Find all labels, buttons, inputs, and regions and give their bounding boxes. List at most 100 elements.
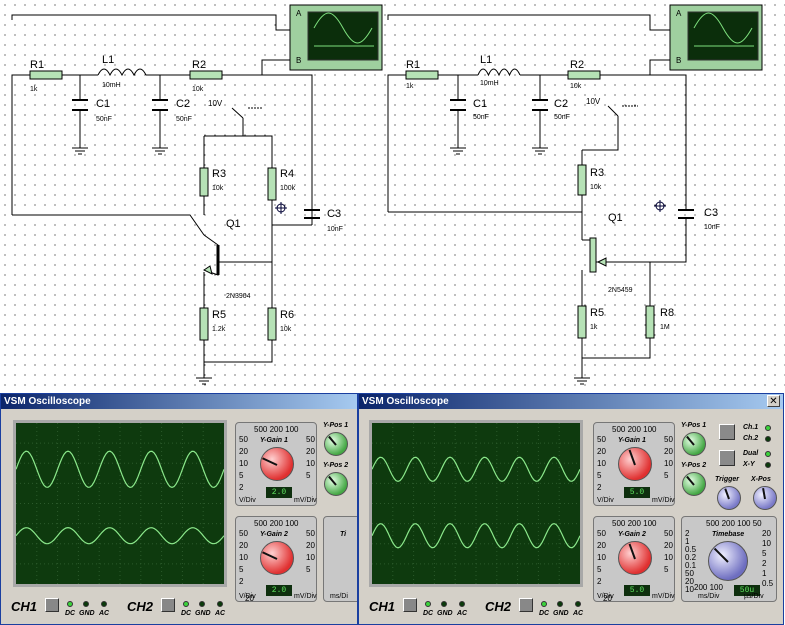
c1-r6-body[interactable] [267, 307, 277, 341]
c2-r3-value: 10k [590, 184, 602, 191]
c2-r2-body[interactable] [567, 70, 601, 80]
s2-ygain2-scale-r1: 20 [664, 541, 673, 550]
ygain1-scale-r0: 50 [306, 435, 315, 444]
s2-ch1-gnd-led[interactable] [441, 601, 447, 607]
xpos-knob[interactable] [753, 486, 777, 510]
c2-q1-body[interactable] [589, 237, 607, 273]
ypos2-knob[interactable] [324, 472, 348, 496]
s2-ygain1-scale-l2: 10 [597, 459, 606, 468]
s2-ygain1-knob[interactable] [618, 447, 652, 481]
s2-ygain2-knob[interactable] [618, 541, 652, 575]
c2-c1-value: 50nF [473, 114, 489, 121]
ygain2-knob[interactable] [260, 541, 294, 575]
circuit2-grounds [450, 147, 590, 385]
c2-supply[interactable] [607, 105, 638, 117]
s2-ypos2-knob[interactable] [682, 472, 706, 496]
s2-ch1-mode-dc: DC [423, 610, 434, 617]
s2-ygain2-scale-bottom: 20 [603, 594, 612, 603]
c2-q1-ref: Q1 [608, 212, 623, 224]
oscilloscope-2-title[interactable]: VSM Oscilloscope [359, 394, 783, 409]
s2-ypos1-knob[interactable] [682, 432, 706, 456]
ch2-select-led[interactable] [765, 436, 771, 442]
ygain1-scale-l0: 50 [239, 435, 248, 444]
ygain1-unit-right: mV/Div [294, 497, 317, 504]
oscilloscope-1-title[interactable]: VSM Oscilloscope [1, 394, 357, 409]
ygain1-readout: 2.0 [266, 487, 292, 498]
c1-c1-body[interactable] [72, 99, 88, 111]
s2-ch2-mode-ac: AC [573, 610, 584, 617]
ypos1-knob[interactable] [324, 432, 348, 456]
timebase-r0: 20 [762, 529, 771, 538]
c1-supply[interactable] [231, 107, 262, 119]
c1-r3-body[interactable] [199, 167, 209, 197]
timebase-unit-right: µs/Div [744, 593, 764, 600]
ch2-dc-led[interactable] [183, 601, 189, 607]
circuit1-grounds [72, 147, 212, 385]
s2-ygain1-scale-l0: 50 [597, 435, 606, 444]
c2-r8-value: 1M [660, 324, 670, 331]
ch2-ac-led[interactable] [217, 601, 223, 607]
s2-ch2-gnd-led[interactable] [557, 601, 563, 607]
c1-r1-body[interactable] [29, 70, 63, 80]
s2-ch1-ac-led[interactable] [459, 601, 465, 607]
s2-ygain1-unit-right: mV/Div [652, 497, 675, 504]
ch1-mode-ac: AC [99, 610, 110, 617]
c2-r1-body[interactable] [405, 70, 439, 80]
s2-ygain2-scale-r0: 50 [664, 529, 673, 538]
c2-r1-value: 1k [406, 83, 414, 90]
s2-ygain1-unit-left: V/Div [597, 497, 614, 504]
c2-c1-body[interactable] [450, 99, 466, 111]
c1-c3-body[interactable] [304, 209, 320, 219]
c1-c2-value: 50nF [176, 116, 192, 123]
oscilloscope-window-1[interactable]: VSM Oscilloscope 500 200 100 Y-Gain 1 50… [0, 393, 358, 625]
dual-led[interactable] [765, 451, 771, 457]
dual-mode-button[interactable] [719, 450, 735, 466]
xy-led[interactable] [765, 462, 771, 468]
c1-c2-body[interactable] [152, 99, 168, 111]
oscilloscope-window-2[interactable]: VSM Oscilloscope ✕ 500 200 100 Y-Gain 1 … [358, 393, 784, 625]
ygain2-scale-l0: 50 [239, 529, 248, 538]
c1-r4-body[interactable] [267, 167, 277, 201]
c2-l1-body[interactable] [477, 68, 521, 77]
c2-r8-body[interactable] [645, 305, 655, 339]
s2-ch2-toggle-button[interactable] [519, 598, 533, 612]
c1-scope-symbol[interactable] [289, 4, 383, 71]
c2-c3-body[interactable] [678, 209, 694, 219]
c1-r5-body[interactable] [199, 307, 209, 341]
ch1-gnd-led[interactable] [83, 601, 89, 607]
s2-ch1-dc-led[interactable] [425, 601, 431, 607]
c1-r2-body[interactable] [189, 70, 223, 80]
c1-l1-body[interactable] [97, 68, 147, 77]
channel-row-2: CH1 DC GND AC CH2 DC GND AC [369, 597, 709, 617]
c2-l1-value: 10mH [480, 80, 499, 87]
s2-ch2-ac-led[interactable] [575, 601, 581, 607]
ygain2-scale-r1: 20 [306, 541, 315, 550]
ch2-toggle-button[interactable] [161, 598, 175, 612]
s2-ch2-dc-led[interactable] [541, 601, 547, 607]
close-icon[interactable]: ✕ [767, 395, 780, 407]
ygain1-knob[interactable] [260, 447, 294, 481]
c1-probe-b-label: B [296, 56, 301, 65]
s2-ygain1-scale-l4: 2 [597, 483, 602, 492]
trigger-knob[interactable] [717, 486, 741, 510]
ch1-dc-led[interactable] [67, 601, 73, 607]
trigger-label: Trigger [715, 476, 739, 483]
oscilloscope-2-screen [369, 420, 583, 587]
c2-r5-body[interactable] [577, 305, 587, 339]
timebase-r3: 2 [762, 559, 767, 568]
timebase-l7: 10 [685, 585, 694, 594]
ch1-ac-led[interactable] [101, 601, 107, 607]
ch1-select-button[interactable] [719, 424, 735, 440]
s2-ch1-toggle-button[interactable] [403, 598, 417, 612]
ch2-gnd-led[interactable] [199, 601, 205, 607]
s2-ygain1-scale-r3: 5 [664, 471, 669, 480]
timebase-knob[interactable] [708, 541, 748, 581]
ygain2-scale-r2: 10 [306, 553, 315, 562]
c2-r3-body[interactable] [577, 164, 587, 196]
c2-scope-symbol[interactable] [669, 4, 763, 71]
ch1-select-led[interactable] [765, 425, 771, 431]
c1-q1-ref: Q1 [226, 218, 241, 230]
ygain1-scale-top: 500 200 100 [254, 425, 299, 434]
ch1-toggle-button[interactable] [45, 598, 59, 612]
c2-c2-body[interactable] [532, 99, 548, 111]
